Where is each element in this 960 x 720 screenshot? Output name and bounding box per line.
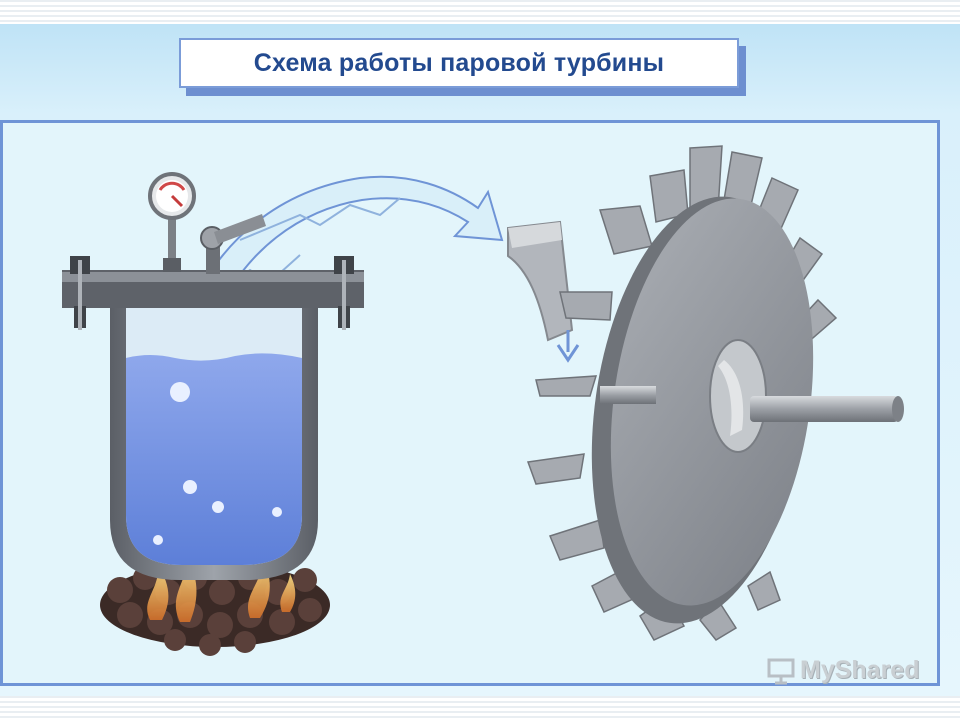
steam-valve	[200, 214, 266, 274]
steam-bubbles	[153, 382, 282, 545]
bottom-stripes	[0, 696, 960, 720]
boiler-lid	[62, 256, 364, 330]
turbine-disk	[591, 196, 814, 624]
slide-title: Схема работы паровой турбины	[253, 48, 665, 77]
boiler-vessel	[110, 292, 318, 580]
title-box: Схема работы паровой турбины	[179, 38, 739, 88]
pressure-gauge	[148, 172, 196, 272]
watermark-text: MyShared	[800, 656, 920, 684]
presentation-icon	[767, 658, 795, 685]
steam-nozzle	[507, 220, 580, 363]
turbine-shaft	[600, 386, 904, 422]
top-stripes	[0, 0, 960, 24]
